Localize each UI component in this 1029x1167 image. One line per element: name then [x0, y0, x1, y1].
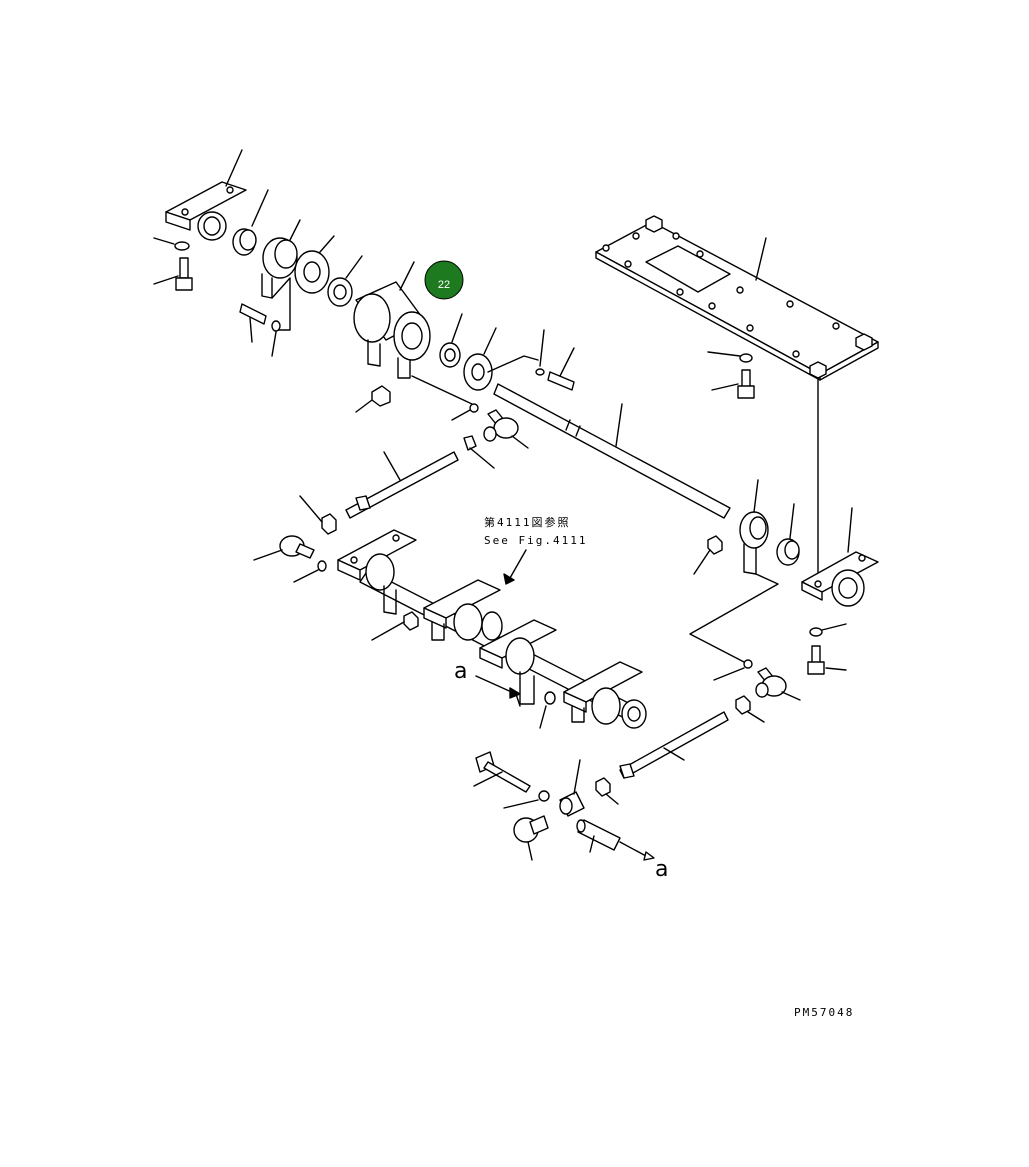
- bearing-1: [327, 255, 363, 307]
- rod-end-right: [713, 659, 801, 723]
- rod-end-bottom: [513, 815, 549, 861]
- reference-note-en: See Fig.4111: [484, 534, 587, 547]
- bracket-collar: [261, 219, 301, 331]
- washer-bottom: [503, 790, 550, 809]
- mounting-plate: [595, 215, 879, 581]
- callout-badge-label: 22: [438, 279, 450, 291]
- right-bushing: [776, 503, 800, 566]
- right-bracket: [801, 507, 879, 607]
- nut-center-2: [539, 691, 556, 729]
- upper-left-bracket: [165, 149, 247, 241]
- nut-right: [693, 535, 723, 575]
- reference-note-jp: 第4111図参照: [484, 515, 571, 529]
- washer-left-2: [293, 560, 327, 583]
- nut-center: [371, 611, 419, 641]
- threaded-rod-left: [345, 451, 459, 519]
- leader-linkage: [689, 573, 779, 663]
- bearing-2: [439, 313, 463, 368]
- drawing-number: PM57048: [794, 1006, 854, 1019]
- callout-badge[interactable]: [424, 260, 464, 300]
- view-marker-top: a: [454, 659, 467, 684]
- small-bolt-nut: [239, 303, 281, 357]
- ref-arrow-head: [503, 573, 515, 585]
- rod-end-left: [253, 535, 315, 561]
- washer-bolt-right-lower: [807, 623, 847, 675]
- nut-upper: [355, 385, 391, 413]
- nut-left: [299, 495, 337, 535]
- long-bolt-bottom: [473, 751, 531, 793]
- washer-bolt-left: [153, 237, 193, 291]
- washer-shaft: [411, 375, 479, 421]
- bushing-1: [232, 189, 269, 256]
- flange-plate-2: [463, 327, 539, 391]
- housing-cylinder: [353, 261, 431, 379]
- flange-plate: [294, 235, 335, 294]
- washer-bolt-right: [535, 329, 575, 391]
- nut-bottom: [595, 777, 619, 805]
- ref-leader: [509, 549, 527, 579]
- washer-bolt-plate: [707, 351, 755, 399]
- lever-shaft-assembly: [337, 529, 647, 729]
- pin-bottom: [576, 819, 655, 861]
- view-arrow-a-top-head: [509, 687, 521, 699]
- right-collar: [739, 479, 769, 575]
- view-marker-bottom: a: [655, 857, 668, 882]
- clevis-bottom: [559, 759, 585, 817]
- long-shaft: [493, 383, 731, 519]
- threaded-rod-bottom: [619, 711, 729, 779]
- rod-end-upper: [463, 409, 529, 469]
